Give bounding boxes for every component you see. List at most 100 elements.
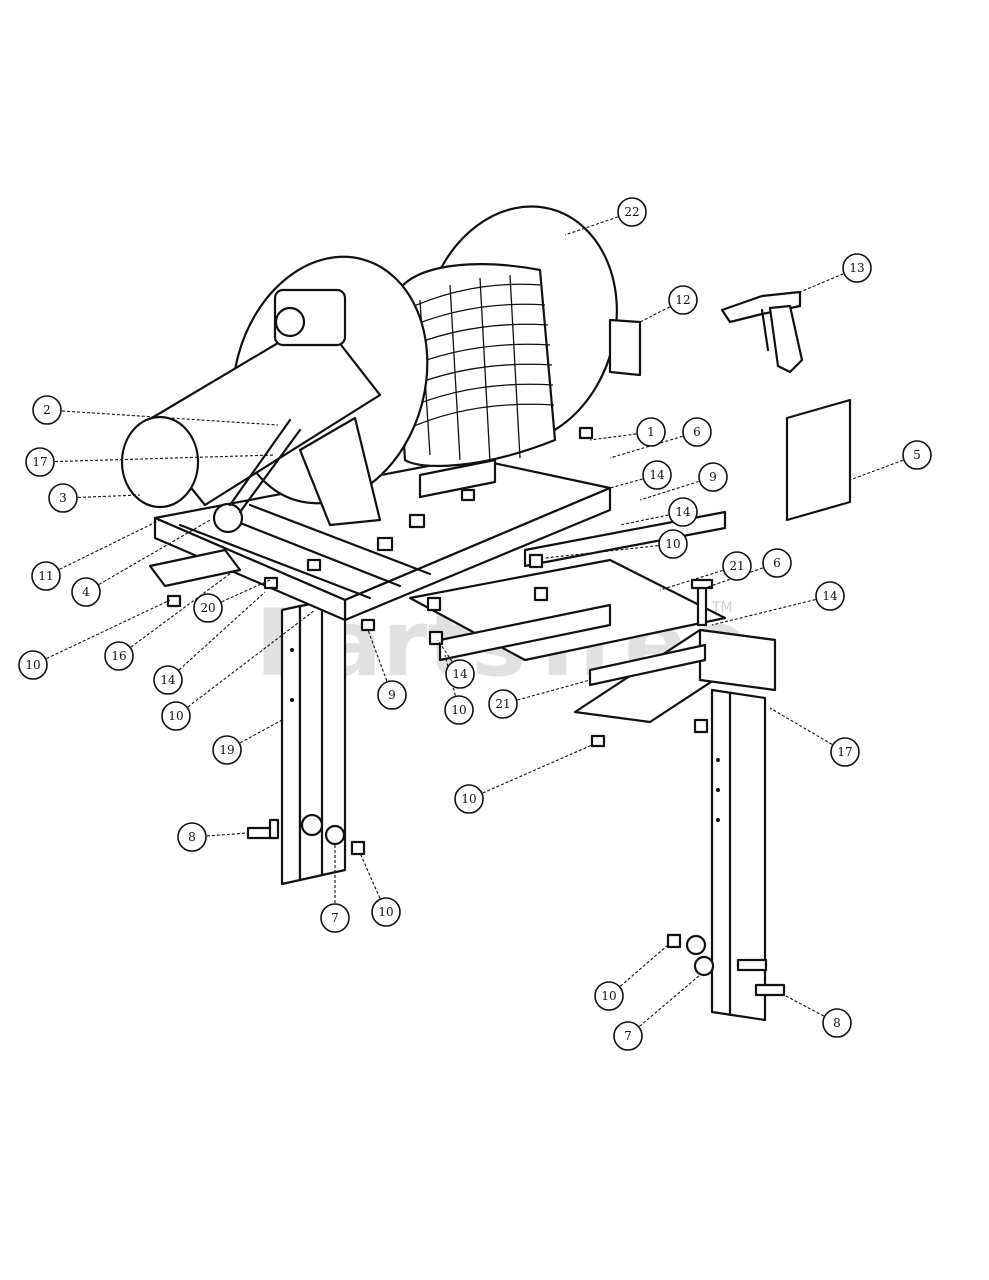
callout-number: 16 — [111, 649, 126, 663]
leader-line — [659, 565, 738, 591]
callout-22: 22 — [617, 197, 647, 227]
callout-14: 14 — [815, 581, 845, 611]
callout-circle — [488, 689, 518, 719]
callout-number: 5 — [913, 448, 921, 462]
callout-2: 2 — [32, 395, 62, 425]
callout-circle — [48, 483, 78, 513]
callout-number: 3 — [59, 491, 67, 505]
leader-line — [39, 454, 276, 463]
callout-circle — [722, 551, 752, 581]
hardware — [166, 426, 786, 997]
callout-circle — [161, 701, 191, 731]
callout-7: 7 — [613, 1021, 643, 1051]
callout-circle — [842, 253, 872, 283]
callout-5: 5 — [902, 440, 932, 470]
callout-9: 9 — [377, 680, 407, 710]
callout-circle — [320, 903, 350, 933]
leader-line — [32, 599, 171, 666]
callout-10: 10 — [161, 701, 191, 731]
callout-7: 7 — [320, 903, 350, 933]
callout-10: 10 — [18, 650, 48, 680]
callout-circle — [902, 440, 932, 470]
callout-number: 14 — [822, 589, 838, 603]
callout-circle — [371, 897, 401, 927]
callout-number: 10 — [451, 703, 466, 717]
leader-line — [191, 832, 249, 838]
leader-line — [502, 679, 591, 705]
spray-gun — [720, 290, 804, 374]
callout-1: 1 — [636, 417, 666, 447]
callout-circle — [153, 665, 183, 695]
callout-number: 21 — [729, 559, 744, 573]
base-frame — [148, 456, 612, 622]
callout-circle — [177, 822, 207, 852]
callout-number: 19 — [219, 743, 234, 757]
right-leg-stand — [573, 628, 777, 1022]
callout-circle — [31, 561, 61, 591]
callout-number: 6 — [693, 425, 701, 439]
watermark-trademark: TM — [711, 600, 733, 616]
callout-14: 14 — [668, 497, 698, 527]
callout-6: 6 — [682, 417, 712, 447]
callout-circle — [636, 417, 666, 447]
leader-line — [609, 474, 658, 489]
callout-17: 17 — [830, 737, 860, 767]
callout-8: 8 — [177, 822, 207, 852]
callout-circle — [444, 695, 474, 725]
callout-11: 11 — [31, 561, 61, 591]
motor-assembly — [120, 288, 382, 534]
leader-line — [118, 569, 236, 657]
leader-line — [639, 299, 684, 323]
callout-number: 8 — [188, 830, 196, 844]
callout-3: 3 — [48, 483, 78, 513]
callout-number: 22 — [624, 205, 639, 219]
callout-circle — [193, 593, 223, 623]
callout-number: 20 — [200, 601, 215, 615]
callout-circle — [212, 735, 242, 765]
decal-label — [785, 398, 852, 522]
callout-10: 10 — [371, 897, 401, 927]
callout-number: 14 — [649, 468, 665, 482]
callout-14: 14 — [642, 460, 672, 490]
cross-rails — [408, 510, 727, 687]
callout-number: 17 — [32, 455, 47, 469]
callout-8: 8 — [822, 1008, 852, 1038]
callout-20: 20 — [193, 593, 223, 623]
callout-number: 7 — [331, 911, 339, 925]
callout-number: 21 — [495, 697, 510, 711]
callout-number: 8 — [833, 1016, 841, 1030]
callout-14: 14 — [445, 659, 475, 689]
callout-16: 16 — [104, 641, 134, 671]
callout-10: 10 — [444, 695, 474, 725]
callout-circle — [822, 1008, 852, 1038]
callout-number: 10 — [461, 792, 476, 806]
callout-number: 6 — [773, 556, 781, 570]
callout-10: 10 — [658, 529, 688, 559]
callout-17: 17 — [25, 447, 55, 477]
leader-line — [544, 543, 674, 559]
callout-number: 9 — [709, 470, 717, 484]
callout-circle — [815, 581, 845, 611]
leader-line — [85, 519, 211, 593]
leader-line — [769, 707, 846, 753]
callout-number: 10 — [601, 989, 616, 1003]
callout-circle — [617, 197, 647, 227]
leader-line — [46, 409, 279, 426]
callout-number: 10 — [25, 658, 40, 672]
callout-circle — [698, 462, 728, 492]
callout-number: 14 — [452, 667, 468, 681]
callout-circle — [642, 460, 672, 490]
leader-line — [468, 744, 593, 800]
callout-number: 7 — [624, 1029, 632, 1043]
callout-10: 10 — [454, 784, 484, 814]
callout-circle — [445, 659, 475, 689]
callout-number: 12 — [675, 293, 690, 307]
callout-number: 10 — [168, 709, 183, 723]
callout-number: 10 — [665, 537, 680, 551]
callout-21: 21 — [722, 551, 752, 581]
callout-circle — [613, 1021, 643, 1051]
callout-number: 13 — [849, 261, 864, 275]
callout-number: 9 — [388, 688, 396, 702]
leader-line — [444, 654, 460, 711]
